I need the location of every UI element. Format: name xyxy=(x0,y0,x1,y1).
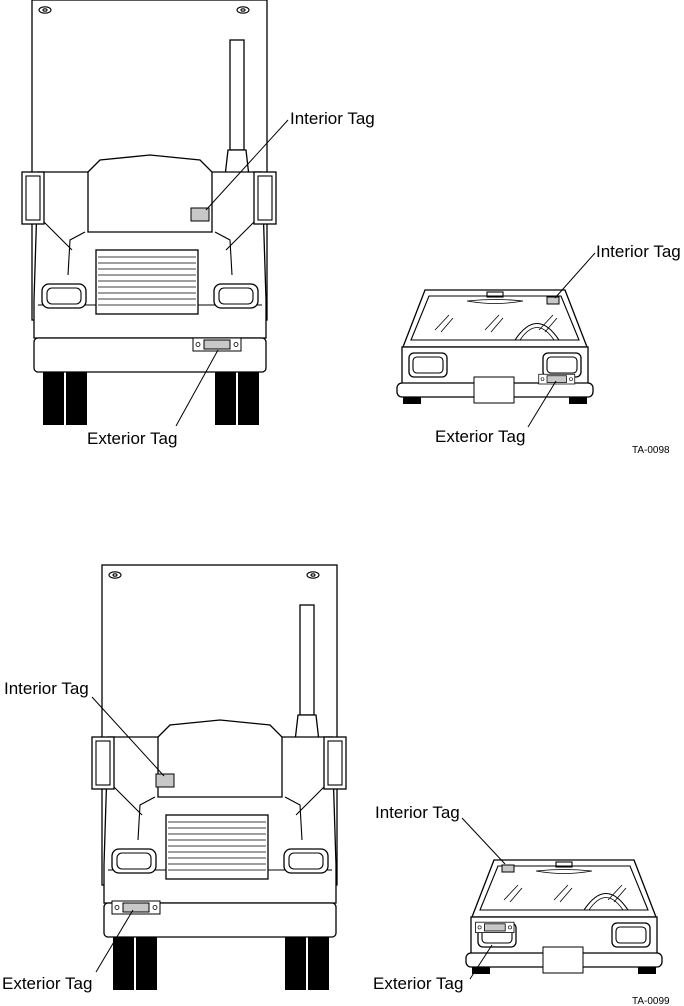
truck-interior-label: Interior Tag xyxy=(290,109,375,128)
car-illustration xyxy=(466,860,662,974)
figure-code: TA-0099 xyxy=(632,996,670,1006)
truck-exterior-tag xyxy=(193,338,241,351)
truck-exterior-label: Exterior Tag xyxy=(87,429,177,448)
truck-illustration xyxy=(92,565,346,990)
truck-interior-label: Interior Tag xyxy=(4,679,89,698)
car-interior-label: Interior Tag xyxy=(375,803,460,822)
car-interior-tag xyxy=(502,865,514,872)
car-interior-tag xyxy=(547,297,559,304)
figure-ta-0099: Interior Tag Exterior Tag Interior Tag E… xyxy=(2,565,670,1006)
truck-exterior-label: Exterior Tag xyxy=(2,974,92,993)
truck-illustration xyxy=(22,0,276,425)
car-interior-leader xyxy=(555,253,595,298)
car-interior-label: Interior Tag xyxy=(596,242,681,261)
figure-code: TA-0098 xyxy=(632,445,670,456)
car-exterior-label: Exterior Tag xyxy=(435,427,525,446)
truck-exterior-tag xyxy=(112,901,160,914)
car-exterior-tag xyxy=(476,922,514,932)
truck-interior-tag xyxy=(156,774,174,787)
car-exterior-tag xyxy=(539,374,575,384)
figure-ta-0098: Interior Tag Exterior Tag Interior Tag E… xyxy=(22,0,681,456)
car-exterior-label: Exterior Tag xyxy=(373,974,463,993)
car-interior-leader xyxy=(462,818,505,864)
car-illustration xyxy=(397,290,593,404)
